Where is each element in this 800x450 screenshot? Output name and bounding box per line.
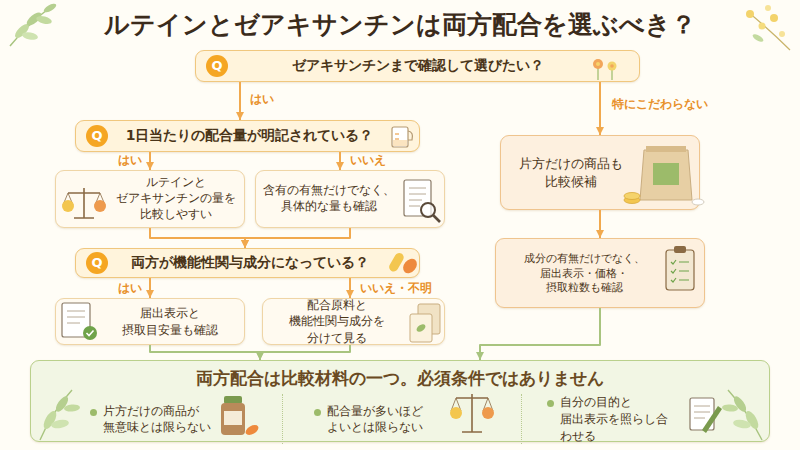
result-box: ルテインと ゼアキサンチンの量を 比較しやすい <box>55 170 245 228</box>
question-text: 両方が機能性関与成分になっている？ <box>114 253 385 272</box>
result-box: 含有の有無だけでなく、 具体的な量も確認 <box>255 170 445 228</box>
flow-connector <box>599 82 601 135</box>
flow-connector <box>599 210 601 238</box>
conclusion-column: 片方だけの商品が 無意味とは限らない <box>31 394 282 444</box>
flow-connector <box>239 82 241 120</box>
branch-label: いいえ・不明 <box>360 280 432 297</box>
branch-label: はい <box>250 91 274 108</box>
q-badge: Q <box>206 55 228 77</box>
conclusion-heading: 両方配合は比較材料の一つ。必須条件ではありません <box>31 361 769 390</box>
conclusion-column: 自分の目的と 届出表示を照らし合わせる <box>521 394 769 444</box>
result-box: 片方だけの商品も 比較候補 <box>500 135 700 210</box>
flower-sprig <box>746 5 790 50</box>
q-badge: Q <box>86 125 108 147</box>
flow-connector <box>339 152 341 170</box>
flow-connector <box>150 228 245 248</box>
branch-label: いいえ <box>350 152 386 169</box>
result-text: 片方だけの商品も 比較候補 <box>511 155 631 191</box>
diagram-title: ルテインとゼアキサンチンは両方配合を選ぶべき？ <box>0 8 800 41</box>
leaf-sprig <box>10 2 58 46</box>
question-box: Q ゼアキサンチンまで確認して選びたい？ <box>195 50 640 82</box>
conclusion-point: 片方だけの商品が 無意味とは限らない <box>103 403 220 436</box>
question-box: Q 両方が機能性関与成分になっている？ <box>75 248 420 278</box>
question-text: ゼアキサンチンまで確認して選びたい？ <box>236 56 599 75</box>
branch-label: はい <box>118 280 142 297</box>
result-box: 届出表示と 摂取目安量も確認 <box>55 298 245 345</box>
conclusion-column: 配合量が多いほど よいとは限らない <box>282 394 522 444</box>
result-text: ルテインと ゼアキサンチンの量を 比較しやすい <box>114 175 238 223</box>
result-box: 成分の有無だけでなく、 届出表示・価格・摂取粒数も確認 <box>495 238 705 308</box>
flow-connector <box>260 345 350 360</box>
flow-connector <box>245 228 350 248</box>
conclusion-band: 両方配合は比較材料の一つ。必須条件ではありません片方だけの商品が 無意味とは限ら… <box>30 360 770 442</box>
branch-label: はい <box>118 152 142 169</box>
branch-label: 特にこだわらない <box>612 96 708 113</box>
flow-connector <box>349 278 351 298</box>
conclusion-point: 配合量が多いほど よいとは限らない <box>327 403 444 436</box>
conclusion-row: 片方だけの商品が 無意味とは限らない 配合量が多いほど よいとは限らない 自分の目的… <box>31 394 769 444</box>
question-text: 1日当たりの配合量が明記されている？ <box>114 126 385 145</box>
result-text: 含有の有無だけでなく、 具体的な量も確認 <box>262 183 396 215</box>
result-box: 配合原料と 機能性関与成分を 分けて見る <box>262 298 445 345</box>
flow-connector <box>149 278 151 298</box>
result-text: 届出表示と 摂取目安量も確認 <box>102 305 238 338</box>
result-text: 成分の有無だけでなく、 届出表示・価格・摂取粒数も確認 <box>504 251 664 294</box>
flow-connector <box>149 152 151 170</box>
question-box: Q 1日当たりの配合量が明記されている？ <box>75 120 420 152</box>
result-text: 配合原料と 機能性関与成分を 分けて見る <box>269 297 404 347</box>
flow-connector <box>480 308 600 360</box>
q-badge: Q <box>86 252 108 274</box>
conclusion-point: 自分の目的と 届出表示を照らし合わせる <box>560 394 677 444</box>
flow-connector <box>150 345 260 360</box>
